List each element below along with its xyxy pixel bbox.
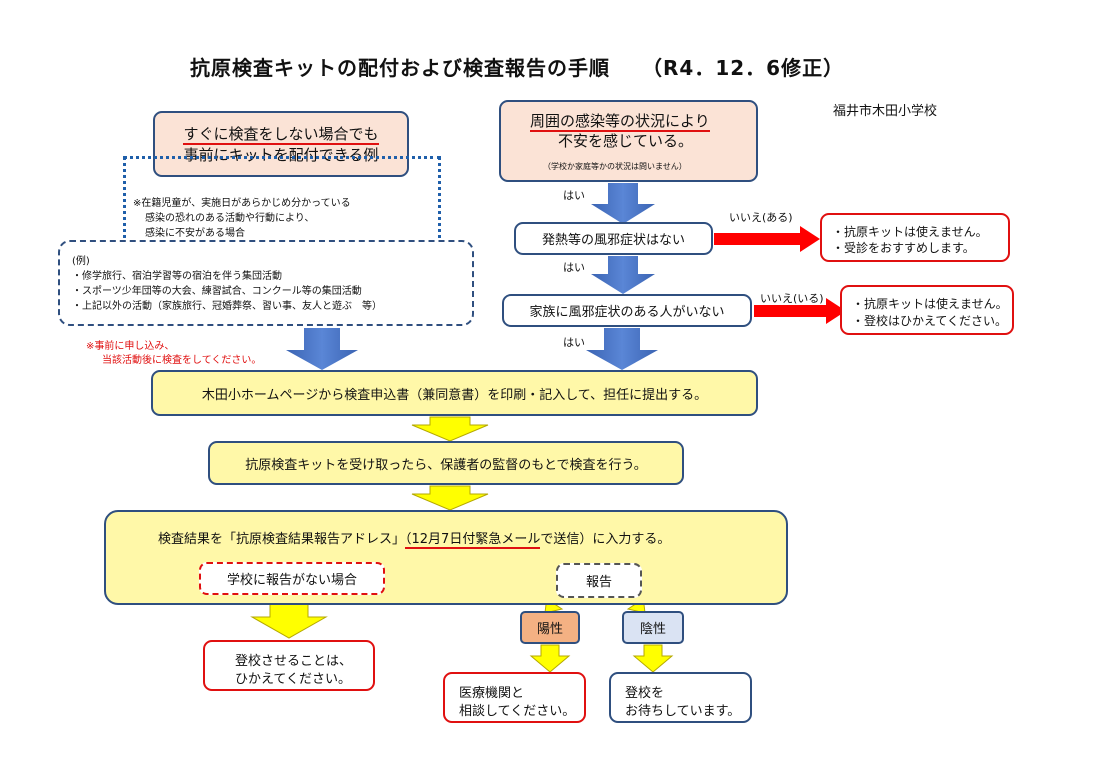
school-name: 福井市木田小学校 [833,104,938,119]
apply-step-box: 木田小ホームページから検査申込書（兼同意書）を印刷・記入して、担任に提出する。 [151,370,758,416]
family-warning-line-2: ・登校はひかえてください。 [852,314,1008,328]
positive-outcome-line-2: 相談してください。 [459,704,576,719]
no-family-label: いいえ(いる) [760,292,824,305]
down-arrow-icon [411,416,489,442]
fever-check-box: 発熱等の風邪症状はない [514,222,713,255]
positive-outcome-box: 医療機関と 相談してください。 [443,672,586,723]
anxiety-box [499,100,758,182]
negative-outcome-line-1: 登校を [625,686,665,701]
down-arrow-icon [591,183,655,224]
headline-line-2: 事前にキットを配付できる例 [183,146,379,164]
negative-outcome-line-2: お待ちしています。 [625,704,741,719]
report-label: 報告 [585,575,612,590]
family-warning-box: ・抗原キットは使えません。 ・登校はひかえてください。 [840,285,1014,335]
examples-heading: (例) [72,256,90,267]
condition-note-line-2: 感染の恐れのある活動や行動により、 [145,213,315,224]
pre-distribution-headline: すぐに検査をしない場合でも 事前にキットを配付できる例 [153,111,409,177]
negative-label: 陰性 [639,622,666,637]
down-arrow-icon [632,644,674,673]
no-report-outcome-line-2: ひかえてください。 [235,672,351,687]
down-arrow-icon [591,256,655,294]
family-check-box: 家族に風邪症状のある人がいない [502,294,752,327]
test-step-box: 抗原検査キットを受け取ったら、保護者の監督のもとで検査を行う。 [208,441,684,485]
no-fever-label: いいえ(ある) [729,211,793,224]
anxiety-line-2: 不安を感じている。 [558,132,694,150]
example-item: ・修学旅行、宿泊学習等の宿泊を伴う集団活動 [72,271,282,282]
no-report-outcome-line-1: 登校させることは、 [235,654,353,669]
warning-line-1: ※事前に申し込み、 [86,341,175,352]
fever-check-label: 発熱等の風邪症状はない [541,233,685,248]
down-arrow-icon [286,328,358,370]
positive-outcome-line-1: 医療機関と [459,686,525,701]
report-step-label: 検査結果を「抗原検査結果報告アドレス」（12月7日付緊急メールで送信）に入力する… [158,532,671,549]
example-item: ・上記以外の活動（家族旅行、冠婚葬祭、習い事、友人と遊ぶ 等） [72,301,382,312]
headline-line-1: すぐに検査をしない場合でも [183,125,379,145]
no-report-outcome-box: 登校させることは、 ひかえてください。 [203,640,375,691]
negative-outcome-box: 登校を お待ちしています。 [609,672,752,723]
no-report-label: 学校に報告がない場合 [226,573,357,588]
down-arrow-icon [411,485,489,511]
no-report-label-box: 学校に報告がない場合 [199,562,385,595]
fever-warning-box: ・抗原キットは使えません。 ・受診をおすすめします。 [820,213,1010,262]
fever-warning-line-1: ・抗原キットは使えません。 [832,225,988,239]
yes-label: はい [563,336,585,349]
down-arrow-icon [586,328,658,370]
anxiety-line-1: 周囲の感染等の状況により [530,112,710,132]
anxiety-note: （学校か家庭等かの状況は問いません） [543,162,687,171]
condition-note-line-3: 感染に不安がある場合 [145,228,245,239]
page-title: 抗原検査キットの配付および検査報告の手順 （R4．12．6修正） [190,56,845,80]
yes-label: はい [563,189,585,202]
down-arrow-icon [529,644,571,673]
yes-label: はい [563,261,585,274]
positive-badge: 陽性 [520,611,580,644]
example-item: ・スポーツ少年団等の大会、練習試合、コンクール等の集団活動 [72,286,362,297]
test-step-label: 抗原検査キットを受け取ったら、保護者の監督のもとで検査を行う。 [245,457,647,473]
report-label-box: 報告 [556,563,642,598]
family-check-label: 家族に風邪症状のある人がいない [529,305,725,320]
fever-warning-line-2: ・受診をおすすめします。 [832,241,975,255]
apply-step-label: 木田小ホームページから検査申込書（兼同意書）を印刷・記入して、担任に提出する。 [201,387,708,403]
family-warning-line-1: ・抗原キットは使えません。 [852,297,1008,311]
right-arrow-icon [714,226,820,252]
examples-box [58,240,474,326]
right-arrow-icon [754,298,846,324]
warning-line-2: 当該活動後に検査をしてください。 [102,355,262,366]
condition-note-line-1: ※在籍児童が、実施日があらかじめ分かっている [133,198,351,209]
positive-label: 陽性 [536,622,563,637]
negative-badge: 陰性 [622,611,684,644]
